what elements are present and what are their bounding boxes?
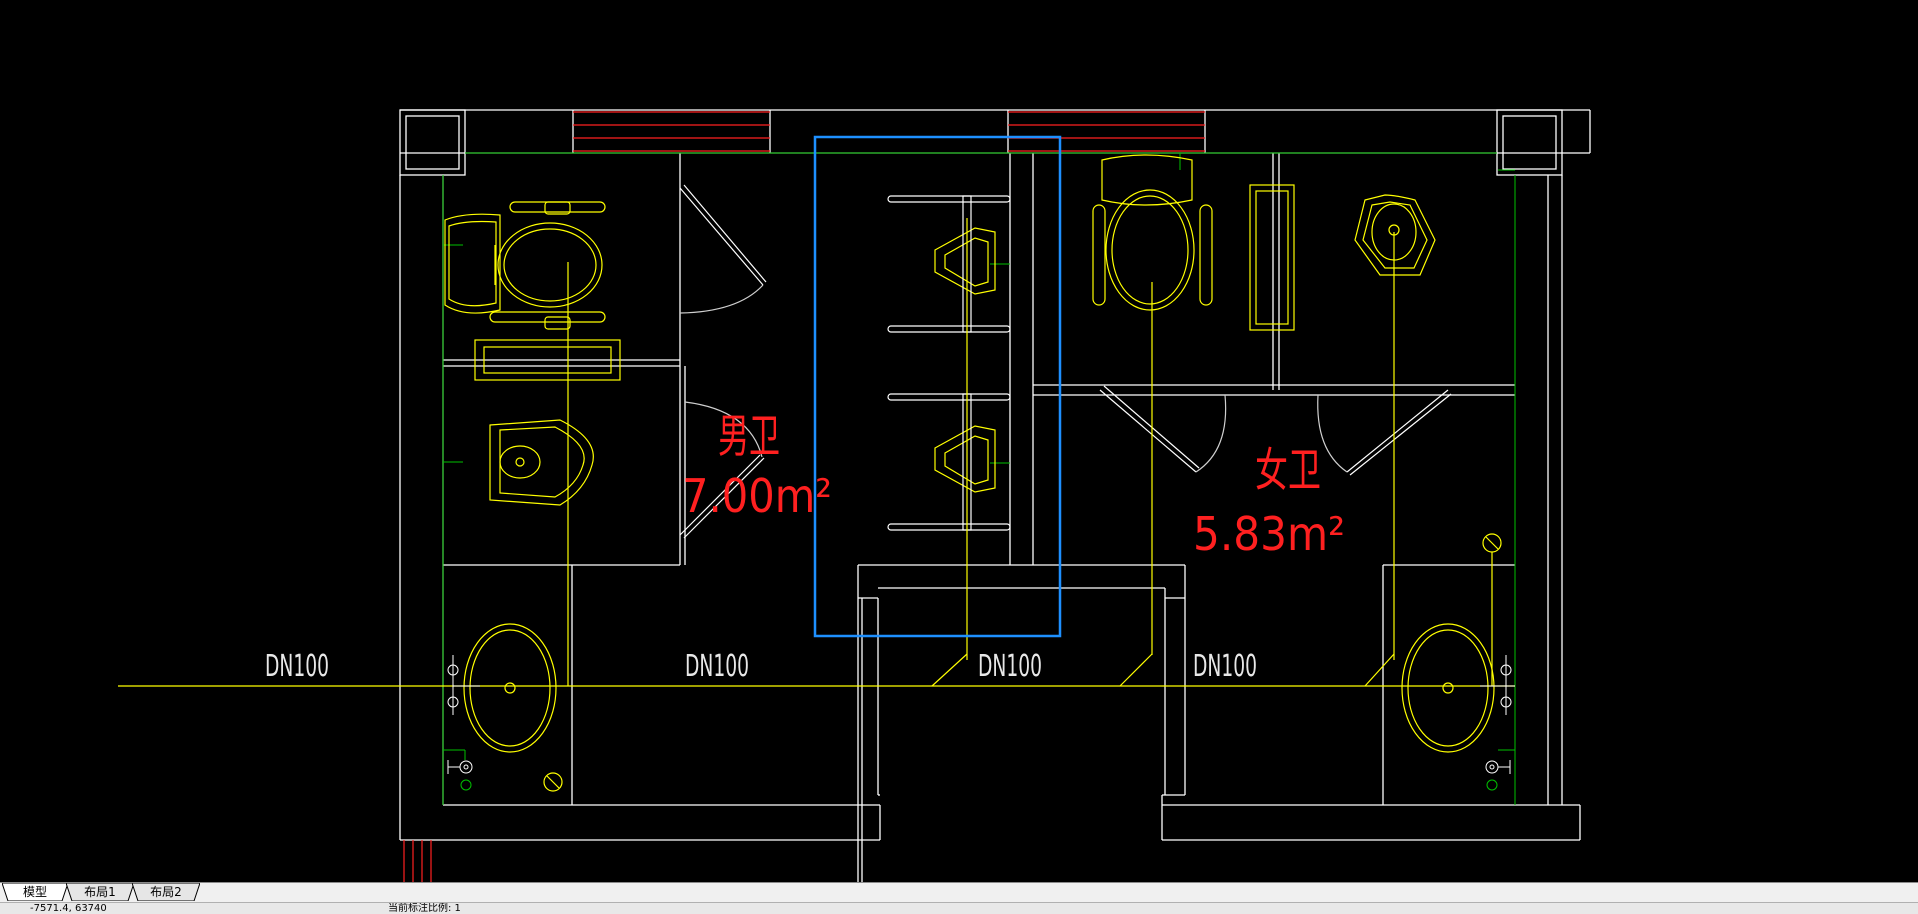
doors [679,184,1452,539]
tab-model[interactable]: 模型 [2,883,68,901]
room-area-female[interactable]: 5.83m² [1193,507,1345,561]
selection-box[interactable] [813,135,1062,638]
water-supply [460,779,1498,791]
drawing-canvas[interactable]: DN100 DN100 DN100 DN100 男卫 7.00m² 女卫 5.8… [0,0,1918,882]
coordinate-readout: -7571.4, 63740 [30,903,107,914]
tab-model-label: 模型 [22,885,47,899]
finish-lines [442,152,1516,805]
pipe-label[interactable]: DN100 [265,649,329,684]
pipe-label[interactable]: DN100 [685,649,749,684]
status-message: 当前标注比例: 1 [388,903,461,914]
valves [447,655,1515,774]
fixtures [444,154,1502,792]
room-name-male[interactable]: 男卫 [718,409,780,463]
room-name-female[interactable]: 女卫 [1255,443,1321,497]
status-bar: -7571.4, 63740 当前标注比例: 1 [0,902,1918,914]
tab-layout2-label: 布局2 [150,885,182,899]
layout-tab-bar: 模型 布局1 布局2 [0,882,1918,903]
room-area-male[interactable]: 7.00m² [682,469,832,523]
tab-layout1[interactable]: 布局1 [66,883,134,901]
tab-layout2[interactable]: 布局2 [132,883,200,901]
pipe-label[interactable]: DN100 [978,649,1042,684]
drain-pipes [118,218,1515,687]
pipe-label[interactable]: DN100 [1193,649,1257,684]
tab-layout1-label: 布局1 [84,885,116,899]
